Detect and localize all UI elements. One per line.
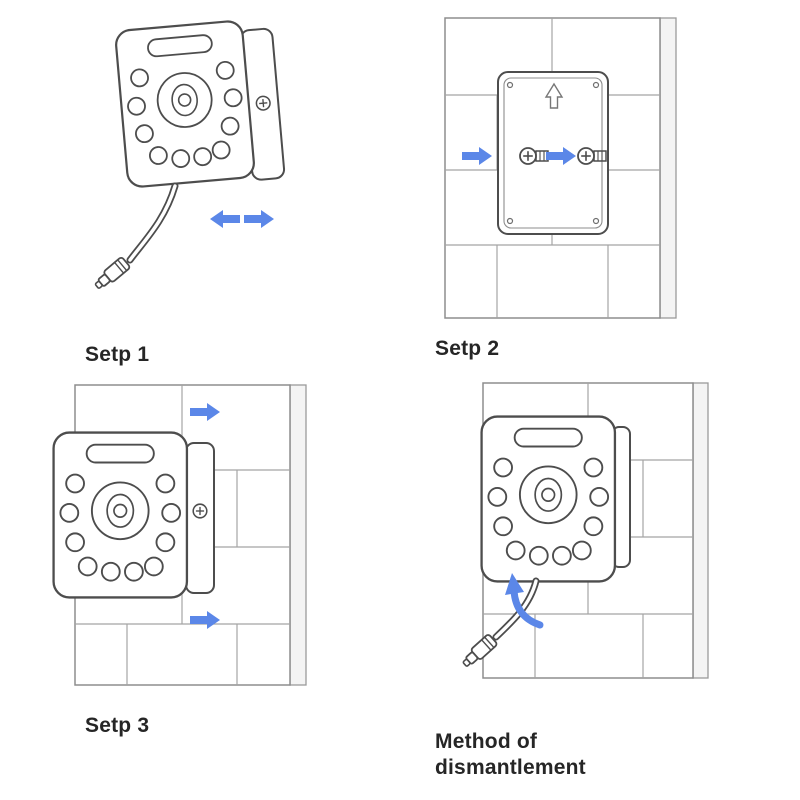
doorbell-device: [52, 431, 215, 599]
screw-2: [577, 147, 607, 165]
slide-direction-arrows: [210, 210, 274, 228]
step2-caption: Setp 2: [435, 337, 500, 360]
device-face: [52, 431, 189, 599]
doorbell-device: [480, 415, 631, 583]
tiled-wall: [444, 17, 677, 319]
dismantlement-illustration: [459, 382, 709, 679]
device-face: [113, 19, 257, 189]
device-face: [480, 415, 617, 583]
arrow-right-icon: [244, 210, 274, 228]
cable-plug: [91, 255, 132, 293]
rotate-up-arrow: [505, 573, 544, 629]
doorbell-device: [113, 19, 286, 189]
side-screw-icon: [192, 503, 208, 519]
power-cable: [91, 182, 179, 293]
side-screw-icon: [255, 95, 272, 112]
step1-caption: Setp 1: [85, 343, 150, 366]
screw-1: [519, 147, 549, 165]
dismantlement-caption: Method of dismantlement: [435, 730, 586, 780]
step1-illustration: [91, 19, 286, 293]
curved-arrow-head-icon: [505, 573, 524, 595]
step3-caption: Setp 3: [85, 714, 150, 737]
panel-dismantlement: Method of dismantlement: [400, 375, 800, 800]
panel-step-3: Setp 3: [0, 375, 400, 800]
panel-step-1: Setp 1: [0, 0, 400, 375]
up-direction-outline-arrow-icon: [544, 82, 564, 109]
panel-step-2: Setp 2: [400, 0, 800, 375]
step3-illustration: [52, 384, 307, 686]
step2-illustration: [444, 17, 677, 319]
arrow-left-icon: [210, 210, 240, 228]
